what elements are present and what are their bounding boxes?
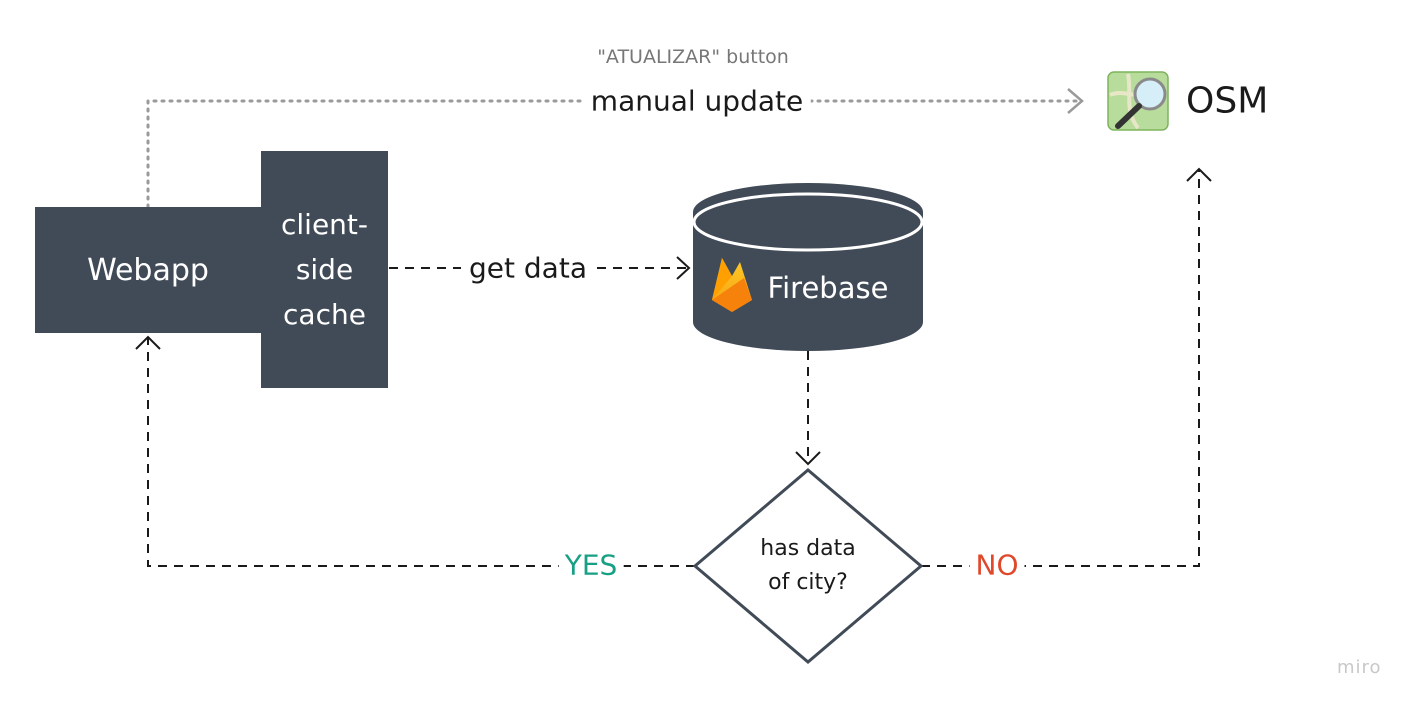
webapp-node: Webapp bbox=[35, 207, 261, 333]
manual-update-label: manual update bbox=[582, 84, 812, 118]
cache-label-line-3: cache bbox=[283, 298, 366, 331]
decision-diamond bbox=[692, 468, 924, 664]
arrowhead-firebase-to-decision bbox=[795, 451, 821, 466]
firebase-cylinder bbox=[692, 183, 924, 351]
miro-watermark: miro bbox=[1337, 657, 1382, 678]
firebase-flame-icon bbox=[712, 258, 752, 312]
arrowhead-get-data bbox=[676, 256, 691, 280]
osm-label: OSM bbox=[1186, 80, 1269, 122]
decision-label: has data of city? bbox=[760, 532, 855, 600]
cache-label-line-1: client- bbox=[280, 208, 368, 241]
webapp-label: Webapp bbox=[87, 252, 209, 288]
edge-no bbox=[921, 170, 1200, 567]
osm-magnifier-map-icon bbox=[1107, 71, 1169, 131]
arrowhead-yes bbox=[135, 335, 161, 350]
no-label: NO bbox=[969, 548, 1025, 582]
arrowhead-no bbox=[1186, 167, 1212, 182]
firebase-label: Firebase bbox=[767, 271, 889, 305]
cache-label-line-2: side bbox=[295, 253, 354, 286]
yes-label: YES bbox=[558, 548, 624, 582]
decision-label-line-1: has data bbox=[760, 536, 856, 561]
decision-label-line-2: of city? bbox=[768, 570, 848, 595]
manual-update-caption: "ATUALIZAR" button bbox=[597, 46, 789, 68]
edge-yes bbox=[147, 338, 695, 567]
client-side-cache-node: client- side cache bbox=[261, 151, 388, 388]
get-data-label: get data bbox=[461, 251, 595, 285]
arrowhead-manual-update bbox=[1067, 88, 1084, 114]
